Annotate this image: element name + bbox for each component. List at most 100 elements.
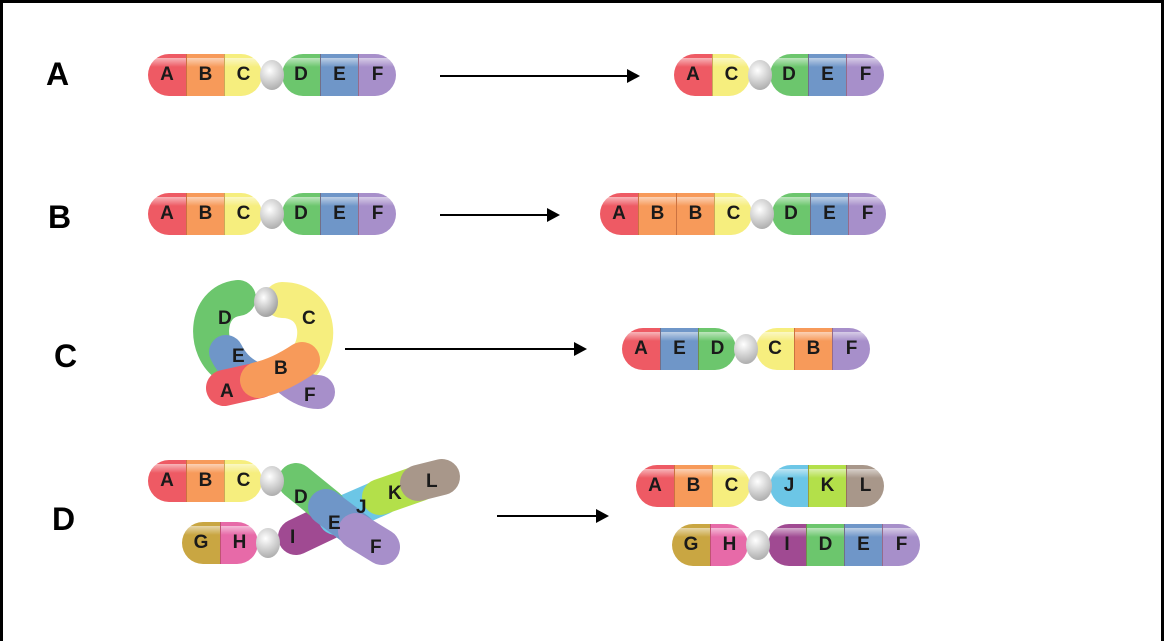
centromere bbox=[254, 287, 278, 317]
arrow-d bbox=[497, 509, 609, 523]
gene-segment-e: E bbox=[320, 193, 358, 235]
gene-label: F bbox=[895, 534, 908, 555]
gene-segment-b: B bbox=[638, 193, 676, 235]
gene-segment-l: L bbox=[846, 465, 884, 507]
gene-label: C bbox=[236, 64, 251, 85]
gene-segment-a: A bbox=[600, 193, 638, 235]
gene-segment-f: F bbox=[846, 54, 884, 96]
gene-segment-d: D bbox=[282, 54, 320, 96]
gene-label: F bbox=[859, 64, 872, 85]
row-label-a: A bbox=[46, 56, 70, 92]
segment-l bbox=[400, 459, 460, 501]
gene-label: E bbox=[673, 338, 686, 359]
gene-segment-j: J bbox=[770, 465, 808, 507]
gene-segment-b: B bbox=[676, 193, 714, 235]
arrow-c bbox=[345, 342, 587, 356]
gene-label: B bbox=[198, 203, 213, 224]
gene-segment-a: A bbox=[148, 193, 186, 235]
gene-segment-b: B bbox=[674, 465, 712, 507]
centromere bbox=[748, 60, 772, 90]
row-label-d: D bbox=[52, 501, 76, 537]
gene-label: D bbox=[294, 64, 308, 85]
gene-segment-d: D bbox=[772, 193, 810, 235]
gene-segment-g: G bbox=[672, 524, 710, 566]
gene-label: A bbox=[160, 203, 174, 224]
gene-segment-c: C bbox=[224, 54, 262, 96]
gene-label: A bbox=[160, 470, 174, 491]
gene-label: F bbox=[371, 64, 384, 85]
gene-label: B bbox=[806, 338, 821, 359]
segment-b bbox=[240, 342, 320, 398]
gene-segment-c: C bbox=[714, 193, 752, 235]
gene-segment-b: B bbox=[186, 460, 224, 502]
row-label-c: C bbox=[54, 338, 78, 374]
centromere bbox=[750, 199, 774, 229]
gene-segment-e: E bbox=[660, 328, 698, 370]
gene-segment-c: C bbox=[756, 328, 794, 370]
centromere bbox=[260, 199, 284, 229]
label-j: J bbox=[356, 497, 367, 518]
label-i: I bbox=[290, 527, 295, 548]
gene-label: B bbox=[686, 475, 701, 496]
gene-label: C bbox=[726, 203, 741, 224]
gene-label: E bbox=[333, 203, 346, 224]
gene-label: B bbox=[650, 203, 665, 224]
gene-label: I bbox=[784, 534, 790, 555]
label-c: C bbox=[302, 308, 316, 329]
gene-segment-b: B bbox=[186, 54, 224, 96]
gene-label: K bbox=[820, 475, 835, 496]
gene-segment-d: D bbox=[770, 54, 808, 96]
gene-segment-a: A bbox=[674, 54, 712, 96]
gene-label: A bbox=[686, 64, 700, 85]
gene-label: C bbox=[724, 475, 739, 496]
gene-label: F bbox=[861, 203, 874, 224]
centromere bbox=[256, 528, 280, 558]
gene-segment-c: C bbox=[224, 193, 262, 235]
gene-segment-g: G bbox=[182, 522, 220, 564]
centromere bbox=[734, 334, 758, 364]
label-e: E bbox=[328, 513, 341, 534]
gene-segment-e: E bbox=[810, 193, 848, 235]
gene-segment-a: A bbox=[622, 328, 660, 370]
gene-segment-c: C bbox=[224, 460, 262, 502]
gene-label: H bbox=[722, 534, 737, 555]
gene-label: F bbox=[845, 338, 858, 359]
centromere bbox=[260, 60, 284, 90]
gene-segment-a: A bbox=[148, 460, 186, 502]
row-label-b: B bbox=[48, 199, 72, 235]
centromere bbox=[260, 466, 284, 496]
gene-label: E bbox=[333, 64, 346, 85]
gene-segment-c: C bbox=[712, 54, 750, 96]
gene-label: B bbox=[688, 203, 703, 224]
gene-label: L bbox=[859, 475, 872, 496]
label-l: L bbox=[426, 471, 438, 492]
label-k: K bbox=[388, 483, 402, 504]
gene-segment-i: I bbox=[768, 524, 806, 566]
translocation-cross: D E F J K L I bbox=[278, 459, 460, 565]
inversion-loop-chromosome: D C E B A F bbox=[193, 280, 335, 409]
gene-segment-b: B bbox=[794, 328, 832, 370]
label-d: D bbox=[294, 487, 308, 508]
label-d: D bbox=[218, 308, 232, 329]
arrow-a bbox=[440, 69, 640, 83]
gene-label: C bbox=[724, 64, 739, 85]
label-f: F bbox=[370, 537, 382, 558]
gene-segment-k: K bbox=[808, 465, 846, 507]
gene-label: H bbox=[232, 532, 247, 553]
gene-label: B bbox=[198, 470, 213, 491]
gene-label: A bbox=[634, 338, 648, 359]
label-f: F bbox=[304, 385, 316, 406]
centromere bbox=[746, 530, 770, 560]
gene-segment-c: C bbox=[712, 465, 750, 507]
gene-label: G bbox=[683, 534, 699, 555]
gene-label: C bbox=[768, 338, 782, 359]
